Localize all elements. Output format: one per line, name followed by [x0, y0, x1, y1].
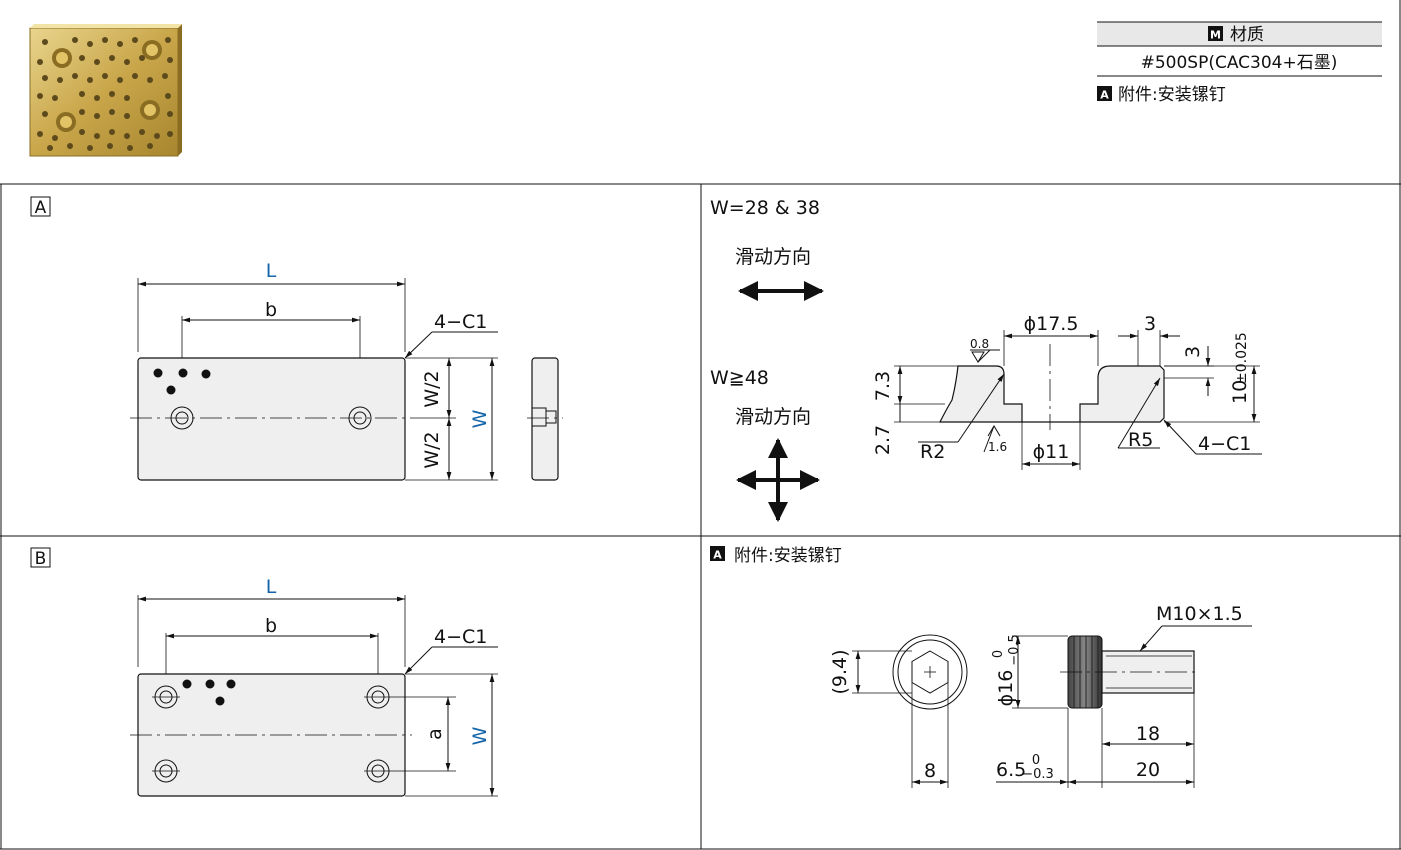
product-photo	[29, 24, 182, 157]
dim-chamfer-width: 3	[1144, 313, 1156, 335]
roughness-bottom: 1.6	[988, 440, 1007, 454]
dim-l: L	[266, 260, 277, 282]
dim-head-height: 6.5	[996, 759, 1026, 781]
sliding-panel: W=28 & 38 滑动方向 W≧48 滑动方向	[710, 197, 824, 522]
dim-b: b	[265, 299, 277, 321]
accessory-text: 附件:安装镙钉	[1118, 85, 1226, 105]
dim-head-tol-lower: −0.5	[1007, 634, 1022, 666]
panel-a-label-box	[30, 196, 51, 217]
dim-head-height-tol-upper: 0	[1032, 753, 1040, 768]
dim-hex-size: 8	[924, 760, 936, 782]
dim-chamfer: 4−C1	[434, 311, 487, 333]
dim-radius-5: R5	[1128, 429, 1153, 451]
counterbore-hole	[170, 406, 194, 430]
panel-a-label: A	[35, 198, 47, 218]
material-badge	[1208, 26, 1223, 41]
sliding-direction-label: 滑动方向	[735, 246, 811, 268]
material-table: M 材质 #500SP(CAC304+石墨)	[1097, 21, 1382, 77]
plate-a	[137, 357, 406, 481]
dim-half-bottom: W/2	[421, 431, 443, 468]
dim-head-tol-upper: 0	[991, 650, 1006, 658]
panel-b-label: B	[35, 549, 47, 569]
dim-half-top: W/2	[421, 370, 443, 407]
hex-socket-icon	[911, 650, 949, 694]
dim-b: b	[265, 615, 277, 637]
dim-total-length: 20	[1136, 759, 1160, 781]
side-view-a	[531, 357, 559, 481]
screw-head-end	[892, 634, 968, 710]
roughness-top: 0.8	[970, 337, 989, 351]
dim-w: W	[469, 726, 491, 745]
dim-section-chamfer: 4−C1	[1198, 433, 1251, 455]
panel-b: B L b 4−C1 a W	[30, 547, 498, 797]
accessory-badge: A	[1100, 89, 1109, 102]
accessory-note: A 附件:安装镙钉	[1097, 85, 1226, 105]
graphite-dots	[37, 37, 173, 151]
dim-chamfer: 4−C1	[434, 626, 487, 648]
material-value: #500SP(CAC304+石墨)	[1141, 53, 1338, 73]
panel-b-label-box	[30, 547, 51, 568]
dim-height-tolerance: ±0.025	[1234, 332, 1250, 384]
section-detail: ϕ17.5 3 3 10 ±0.025 0.8 7.3 2.7 R	[872, 313, 1262, 470]
material-header: 材质	[1230, 25, 1264, 45]
counterbore-hole	[152, 759, 180, 783]
condition-w-small: W=28 & 38	[710, 197, 820, 219]
panel-a: A L b 4−C1 W/2 W/2 W	[30, 196, 563, 481]
thread-spec: M10×1.5	[1156, 603, 1243, 625]
material-badge-letter: M	[1210, 29, 1221, 42]
counterbore-hole	[152, 685, 180, 709]
dim-l: L	[266, 576, 277, 598]
dim-hex-across: (9.4)	[829, 649, 851, 694]
counterbore-hole	[348, 406, 372, 430]
dim-chamfer-height: 3	[1182, 346, 1204, 358]
screw-title: 附件:安装镙钉	[734, 546, 842, 566]
dim-radius-2: R2	[920, 441, 945, 463]
condition-w-large: W≧48	[710, 367, 769, 389]
dim-head-diameter: ϕ16	[995, 670, 1017, 707]
screw-badge: A	[713, 549, 722, 562]
dim-w: W	[469, 409, 491, 428]
dim-height: 10	[1229, 380, 1251, 404]
counterbore-hole	[364, 685, 392, 709]
dim-depth-lower: 2.7	[872, 425, 894, 455]
mounting-holes-photo	[52, 40, 162, 132]
four-way-arrow-icon	[736, 438, 820, 522]
dim-hole-diameter: ϕ11	[1033, 441, 1070, 463]
sliding-direction-label: 滑动方向	[735, 406, 811, 428]
counterbore-hole	[364, 759, 392, 783]
dim-thread-length: 18	[1136, 723, 1160, 745]
dim-bore-diameter: ϕ17.5	[1024, 313, 1079, 335]
dim-depth-upper: 7.3	[872, 371, 894, 401]
dim-a: a	[424, 728, 446, 740]
screw-panel: A 附件:安装镙钉 (9.4) 8 M10×1.5 ϕ16	[710, 546, 1252, 788]
dim-head-height-tol-lower: −0.3	[1022, 767, 1054, 782]
